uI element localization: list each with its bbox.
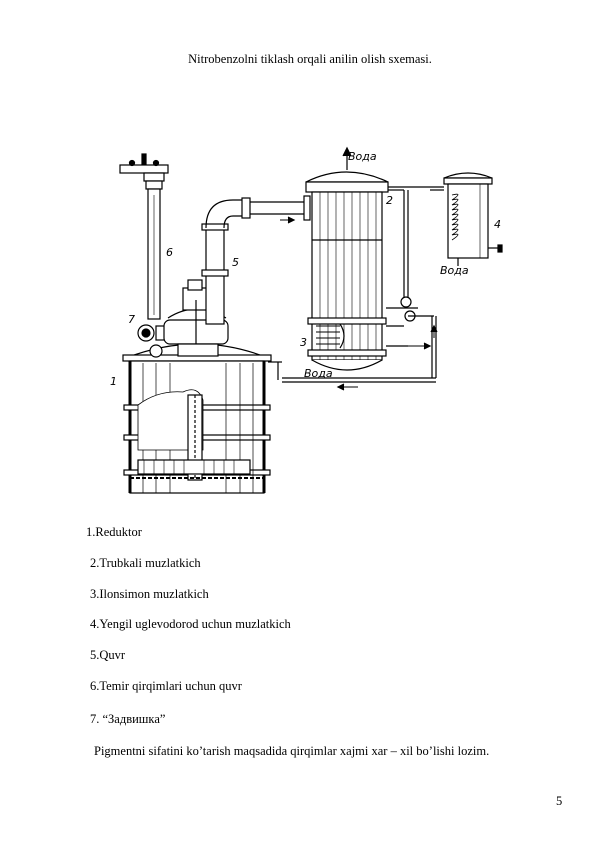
apparatus-diagram: Вода Вода Вода 1 2 3 4 5 6 7 — [108, 140, 508, 500]
legend-item-quvr: 5.Quvr — [90, 648, 126, 662]
riser-pipe — [201, 195, 311, 325]
tubular-condenser — [305, 146, 389, 371]
gate-valve — [137, 279, 229, 358]
callout-3: 3 — [300, 336, 307, 349]
connecting-pipes — [268, 186, 444, 391]
callout-7: 7 — [128, 313, 135, 326]
legend-item-reduktor: 1.Reduktor — [86, 525, 142, 539]
light-hydrocarbon-condenser — [443, 172, 503, 266]
legend-item-yengil-muzlatkich: 4.Yengil uglevodorod uchun muzlatkich — [90, 617, 291, 631]
legend-item-ilonsimon-muzlatkich: 3.Ilonsimon muzlatkich — [90, 587, 209, 601]
page-number: 5 — [556, 794, 563, 808]
water-label-bottom: Вода — [304, 367, 333, 380]
note-paragraph: Pigmentni sifatini ko’tarish maqsadida q… — [94, 744, 490, 758]
callout-4: 4 — [494, 218, 501, 231]
iron-scrap-pipe — [119, 153, 169, 320]
coil-condenser — [316, 323, 345, 349]
legend-item-trubkali-muzlatkich: 2.Trubkali muzlatkich — [90, 556, 201, 570]
apparatus-drawing: Вода Вода Вода 1 2 3 4 5 6 7 — [110, 146, 503, 494]
callout-5: 5 — [232, 256, 239, 269]
callout-1: 1 — [110, 375, 117, 388]
water-label-right: Вода — [440, 264, 469, 277]
reductor-vessel — [122, 343, 272, 494]
legend-item-zadvishka: 7. “Задвишка” — [90, 712, 166, 726]
page-title: Nitrobenzolni tiklash orqali anilin olis… — [188, 52, 432, 66]
legend-item-temir-quvr: 6.Temir qirqimlari uchun quvr — [90, 679, 242, 693]
callout-6: 6 — [166, 246, 173, 259]
callout-2: 2 — [386, 194, 393, 207]
water-label-top: Вода — [348, 150, 377, 163]
